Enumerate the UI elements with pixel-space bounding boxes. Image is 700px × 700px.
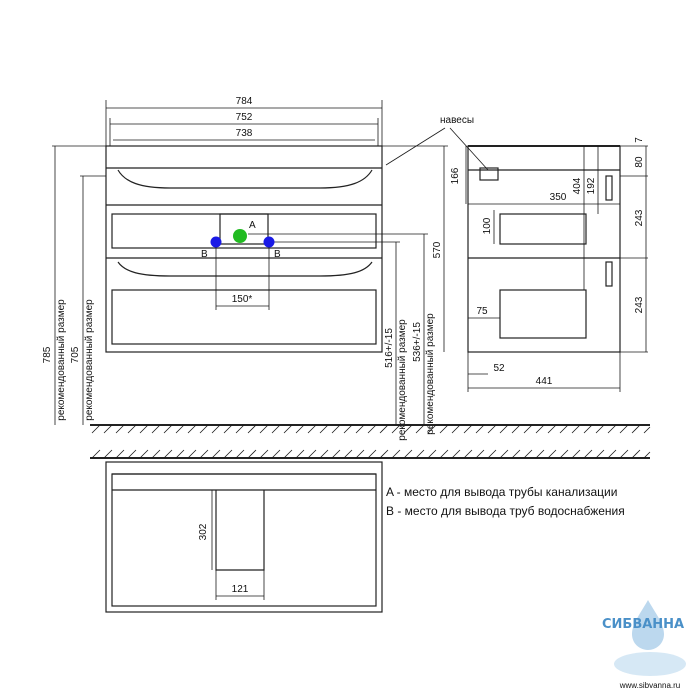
floor-hatching <box>91 424 651 434</box>
front-view: 784 752 738 785 рекомендованный размер 7… <box>42 96 448 441</box>
wall-hatching <box>91 449 651 459</box>
rec-label-2: рекомендованный размер <box>84 299 95 421</box>
hinges-leader-left <box>385 127 446 166</box>
legend-a: A - место для вывода трубы канализации <box>386 485 617 499</box>
hinges-leader-right <box>449 127 489 171</box>
plan-view: 302 121 <box>105 461 383 613</box>
dim-516-label: 516+/-15 <box>384 328 395 368</box>
front-cabinet-outline <box>105 145 383 353</box>
watermark: СИБВАННА www.sibvanna.ru <box>602 600 686 690</box>
plan-outline <box>105 461 383 613</box>
dim-243b-label: 243 <box>634 296 645 313</box>
dim-404-label: 404 <box>572 177 583 194</box>
hinge-box <box>479 167 499 181</box>
handle-upper <box>605 175 613 201</box>
rec-label-3: рекомендованный размер <box>397 319 408 441</box>
site-label: www.sibvanna.ru <box>619 681 680 690</box>
dim-80-label: 80 <box>634 156 645 168</box>
dim-166-label: 166 <box>450 167 461 184</box>
legend-b: B - место для вывода труб водоснабжения <box>386 504 625 518</box>
point-b-left-label: B <box>201 249 208 260</box>
point-b-right-marker <box>263 236 275 248</box>
dim-752-label: 752 <box>236 112 253 123</box>
dim-243a-label: 243 <box>634 209 645 226</box>
point-a-label: A <box>249 220 256 231</box>
side-upper-drawer <box>499 213 587 245</box>
brand-label: СИБВАННА <box>602 617 684 632</box>
dim-705-label: 705 <box>70 346 81 363</box>
side-lower-drawer <box>499 289 587 339</box>
dim-7-label: 7 <box>634 137 645 143</box>
handle-lower <box>605 261 613 287</box>
dim-785-label: 785 <box>42 346 53 363</box>
water-drop-icon <box>632 600 664 650</box>
legend: A - место для вывода трубы канализации B… <box>386 485 625 518</box>
hinges-label: навесы <box>440 115 474 126</box>
dim-441-label: 441 <box>536 376 553 387</box>
upper-cutout <box>219 213 269 245</box>
dim-75-label: 75 <box>476 306 488 317</box>
dim-302-label: 302 <box>198 523 209 540</box>
dim-350-label: 350 <box>550 192 567 203</box>
side-cabinet-outline <box>467 145 621 353</box>
rec-label-1: рекомендованный размер <box>56 299 67 421</box>
plan-cutout <box>215 490 265 571</box>
dim-100-label: 100 <box>482 217 493 234</box>
dim-192-label: 192 <box>586 177 597 194</box>
bathtub-icon <box>614 652 686 676</box>
lower-drawer-box <box>111 289 377 345</box>
side-view: навесы 7 80 243 243 404 192 166 100 350 … <box>385 115 648 392</box>
plan-inner-box <box>111 473 377 607</box>
lower-handle-curve <box>117 261 373 277</box>
dim-150-label: 150* <box>232 294 253 305</box>
basin-curve <box>117 169 373 189</box>
point-b-right-label: B <box>274 249 281 260</box>
point-b-left-marker <box>210 236 222 248</box>
wall-plan <box>90 449 651 459</box>
dim-570-label: 570 <box>432 241 443 258</box>
dim-536-label: 536+/-15 <box>412 322 423 362</box>
dim-121-label: 121 <box>232 584 249 595</box>
dim-784-label: 784 <box>236 96 253 107</box>
dim-52-label: 52 <box>493 363 505 374</box>
rec-label-4: рекомендованный размер <box>425 313 436 435</box>
point-a-marker <box>233 229 247 243</box>
dim-738-label: 738 <box>236 128 253 139</box>
floor-line <box>90 424 651 434</box>
